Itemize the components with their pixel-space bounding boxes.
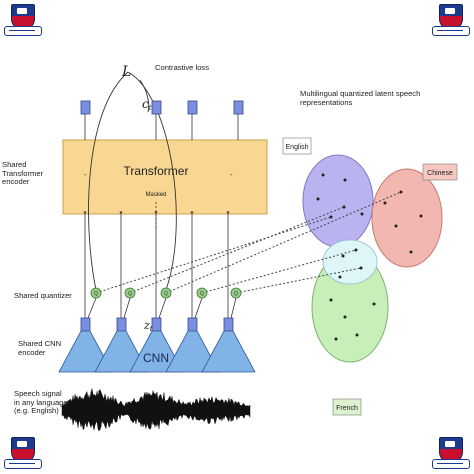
university-crest-bottom-left bbox=[4, 437, 42, 469]
english-label-box bbox=[282, 137, 312, 155]
university-crest-top-right bbox=[432, 4, 470, 36]
chinese-cluster bbox=[371, 168, 443, 268]
speech-waveform bbox=[61, 388, 251, 432]
transformer-dash-left: - bbox=[84, 170, 87, 179]
cnn-label: CNN bbox=[143, 351, 169, 365]
contrastive-loss-curves bbox=[88, 71, 177, 291]
masked-label: Masked bbox=[145, 192, 166, 198]
contrastive-loss-label: Contrastive loss bbox=[155, 63, 210, 72]
svg-text:Q: Q bbox=[94, 291, 98, 297]
svg-text:Q: Q bbox=[128, 291, 132, 297]
ct-symbol: ct bbox=[142, 97, 152, 112]
shared-quantizer-label: Shared quantizer bbox=[14, 291, 72, 300]
quantizer-node bbox=[90, 287, 102, 299]
shared-transformer-label: Shared Transformer encoder bbox=[2, 160, 44, 187]
language-clusters bbox=[302, 154, 443, 363]
french-label: French bbox=[336, 405, 358, 412]
quantizer-node bbox=[160, 287, 172, 299]
zt-symbol: zt bbox=[143, 319, 153, 333]
transformer-block bbox=[62, 139, 268, 215]
transformer-label: Transformer bbox=[124, 164, 189, 178]
vertical-connections bbox=[83, 200, 237, 319]
chinese-label-box bbox=[422, 163, 458, 181]
speech-signal-label: Speech signal in any language (e.g. Engl… bbox=[14, 389, 68, 416]
quantizer-node bbox=[124, 287, 136, 299]
university-crest-bottom-right bbox=[432, 437, 470, 469]
english-label: English bbox=[286, 144, 309, 151]
svg-text:Q: Q bbox=[164, 291, 168, 297]
transformer-dash-right: - bbox=[230, 170, 233, 179]
shared-cnn-label: Shared CNN encoder bbox=[18, 339, 62, 357]
quantizer-nodes bbox=[90, 287, 242, 299]
svg-text:Q: Q bbox=[200, 291, 204, 297]
diagram-title: Multilingual quantized latent speech rep… bbox=[300, 89, 421, 107]
transformer-outputs bbox=[80, 100, 244, 140]
quantizer-node bbox=[230, 287, 242, 299]
quantizer-node bbox=[196, 287, 208, 299]
overlap-region bbox=[322, 239, 378, 285]
quantizer-mapping-lines bbox=[95, 191, 402, 294]
cnn-encoder bbox=[58, 317, 256, 373]
french-label-box bbox=[332, 398, 362, 416]
university-crest-top-left bbox=[4, 4, 42, 36]
cluster-points bbox=[316, 173, 423, 341]
svg-text:Q: Q bbox=[234, 291, 238, 297]
english-cluster bbox=[302, 154, 374, 248]
loss-symbol: L bbox=[121, 64, 131, 80]
chinese-label: Chinese bbox=[427, 170, 453, 177]
quantizer-letters: Q Q Q Q Q bbox=[94, 291, 238, 297]
